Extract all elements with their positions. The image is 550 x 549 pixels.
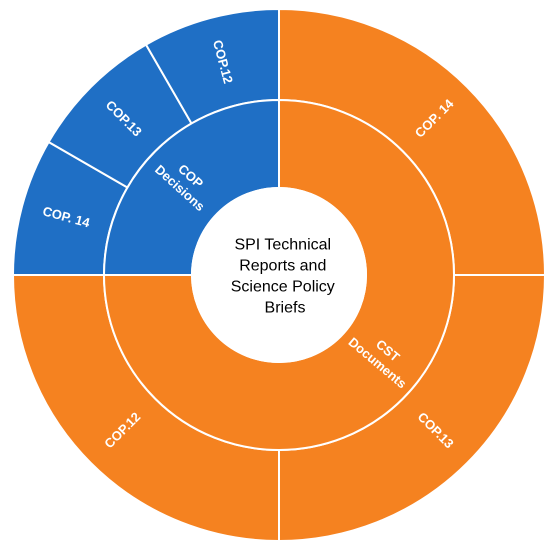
center-label-line: Science Policy: [231, 279, 335, 296]
center-label-line: Briefs: [265, 300, 306, 317]
center-label: SPI Technical Reports and Science Policy…: [231, 237, 340, 317]
inner-ring: [102, 98, 455, 451]
center-hole: [191, 187, 367, 363]
center-label-line: SPI Technical: [234, 237, 331, 254]
center-label-line: Reports and: [239, 258, 326, 275]
